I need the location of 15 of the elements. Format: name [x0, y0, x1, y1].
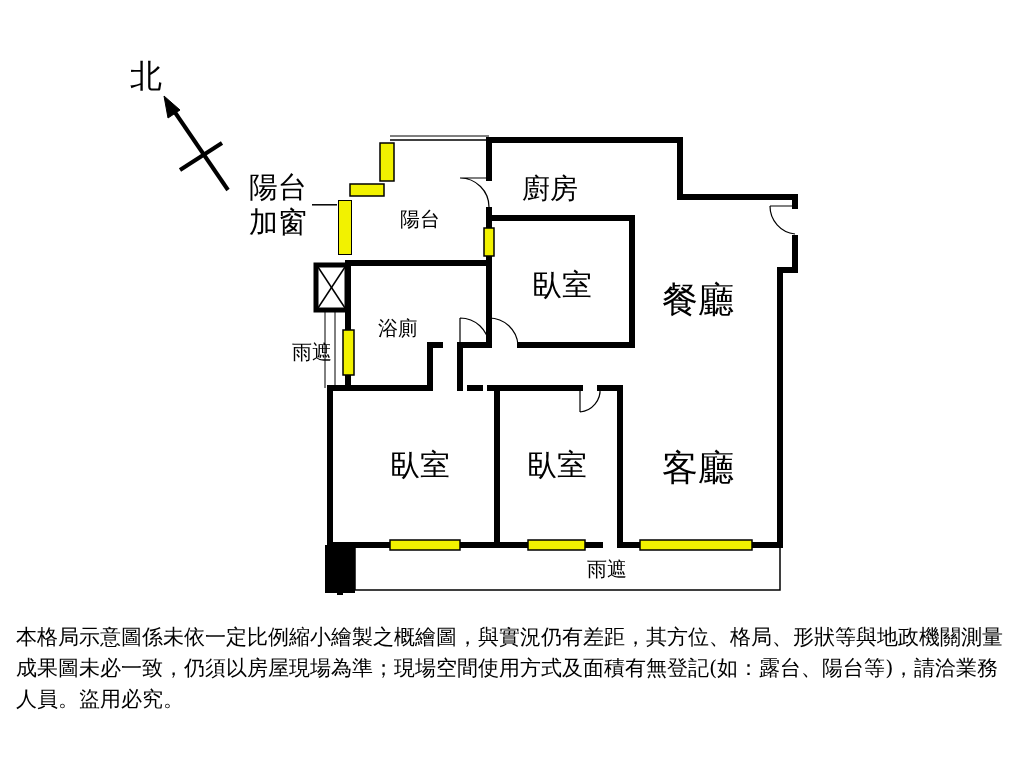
room-label: 雨遮: [587, 559, 627, 579]
disclaimer-caption: 本格局示意圖係未依一定比例縮小繪製之概繪圖，與實況仍有差距，其方位、格局、形狀等與地政機關測量成果圖未必一致，仍須以房屋現場為準；現場空間使用方式及面積有無登記(如：露台、陽台等)，請洽業務人員。盜用必究。: [16, 624, 1004, 713]
room-label: 浴廁: [378, 318, 418, 338]
room-label: 臥室: [532, 270, 592, 300]
room-label: 臥室: [527, 450, 587, 480]
leader-line: [311, 204, 338, 206]
room-label: 餐廳: [662, 282, 734, 318]
window-label: 陽台加窗: [249, 170, 311, 240]
room-label: 雨遮: [292, 342, 332, 362]
room-label: 廚房: [522, 175, 578, 203]
room-label: 客廳: [662, 450, 734, 486]
north-label: 北: [130, 60, 162, 92]
room-label: 陽台: [400, 209, 440, 229]
window: [338, 200, 352, 255]
room-label: 臥室: [390, 450, 450, 480]
